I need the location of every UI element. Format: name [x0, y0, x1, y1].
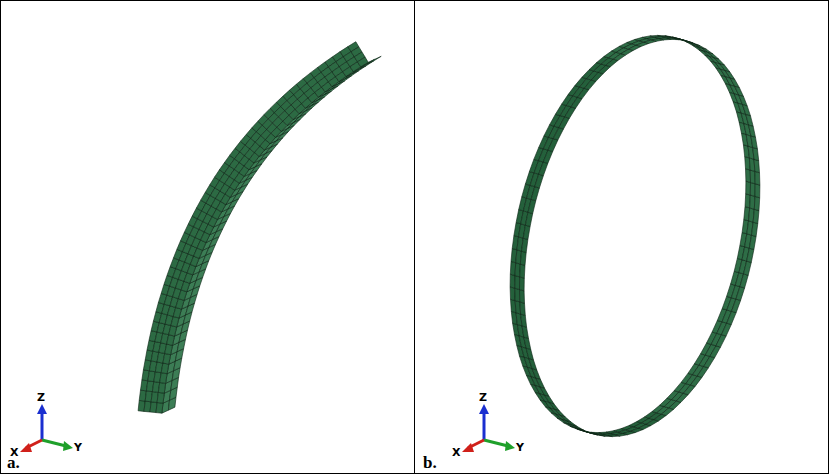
x-arrow — [462, 443, 474, 452]
ring-element — [683, 385, 695, 395]
ring-element — [753, 209, 759, 223]
ring-element — [520, 251, 526, 265]
ring-element — [746, 169, 751, 183]
ring-element — [669, 401, 681, 409]
axis-label: Z — [479, 392, 487, 403]
x-arrow — [20, 443, 32, 452]
y-arrow — [505, 441, 515, 451]
ring-element — [565, 107, 576, 119]
ring-element — [531, 187, 539, 201]
panel-label: b. — [423, 454, 437, 471]
beam-element — [169, 326, 177, 337]
ring-element — [548, 139, 558, 152]
ring-element — [606, 59, 618, 66]
ring-element — [755, 171, 760, 185]
ring-element — [584, 80, 596, 90]
axis-label: Y — [516, 442, 524, 453]
ring-element — [571, 97, 582, 108]
beam-element — [161, 363, 169, 374]
ring-element — [520, 302, 526, 316]
ring-element — [522, 326, 529, 339]
ring-element — [523, 225, 530, 239]
ring-element — [591, 72, 603, 81]
y-arrow — [63, 441, 73, 451]
axis-triad — [462, 404, 515, 452]
ring-element — [535, 174, 544, 188]
ring-element — [520, 290, 525, 304]
ring-element — [598, 65, 610, 73]
ring-element — [553, 128, 563, 140]
y-axis — [484, 440, 508, 446]
axis-triad — [20, 404, 73, 452]
ring-element — [732, 299, 741, 313]
ring-element — [515, 288, 520, 302]
ring-element — [744, 261, 752, 275]
ring-element — [578, 88, 589, 98]
axis-label: Z — [37, 392, 45, 403]
axis-label: X — [452, 447, 460, 458]
ring-element — [539, 162, 548, 176]
beam-element — [171, 317, 179, 328]
panel-label: a. — [7, 454, 20, 471]
axis-label: Y — [74, 442, 82, 453]
ring-element — [543, 150, 553, 163]
ring-element — [528, 199, 536, 213]
ring-element — [520, 277, 525, 291]
ring-element — [710, 346, 721, 358]
ring-element — [746, 181, 751, 195]
beam-element — [165, 344, 173, 355]
beam-element — [156, 403, 163, 414]
z-axis — [483, 412, 486, 440]
ring-element — [752, 222, 758, 236]
ring-element — [721, 323, 731, 336]
y-axis — [42, 440, 66, 446]
ring-element — [520, 264, 525, 278]
z-axis — [41, 412, 44, 440]
ring-element — [751, 136, 758, 149]
ring-element — [749, 235, 756, 249]
ring-element — [754, 159, 760, 172]
ring-element — [716, 335, 726, 347]
ring-element — [676, 393, 688, 402]
ring-element — [522, 238, 528, 252]
ring-element — [559, 117, 570, 129]
ring-element — [704, 356, 715, 367]
beam-element — [157, 392, 164, 403]
z-arrow — [37, 404, 47, 414]
beam-element — [173, 308, 181, 319]
beam-element — [358, 57, 369, 67]
beam-element — [163, 354, 171, 365]
beam-element — [160, 373, 167, 384]
ring-element — [510, 287, 515, 301]
ring-element — [510, 274, 515, 288]
curved-beam-mesh — [138, 42, 381, 414]
z-arrow — [479, 404, 489, 414]
ring-element — [690, 376, 702, 386]
ring-element — [754, 196, 759, 210]
divider — [414, 0, 415, 474]
ring-element — [747, 248, 754, 262]
ring-element — [740, 274, 748, 288]
ring-mesh — [510, 35, 760, 436]
ring-element — [727, 311, 737, 324]
ring-element — [750, 183, 755, 197]
ring-element — [755, 184, 760, 198]
beam-element — [367, 56, 381, 64]
ring-element — [697, 367, 708, 378]
ring-element — [750, 170, 755, 184]
beam-element — [158, 383, 165, 394]
ring-element — [525, 212, 532, 226]
ring-element — [515, 276, 520, 290]
ring-element — [753, 148, 759, 161]
beam-element — [167, 335, 175, 346]
ring-element — [521, 314, 527, 327]
ring-element — [736, 287, 745, 301]
